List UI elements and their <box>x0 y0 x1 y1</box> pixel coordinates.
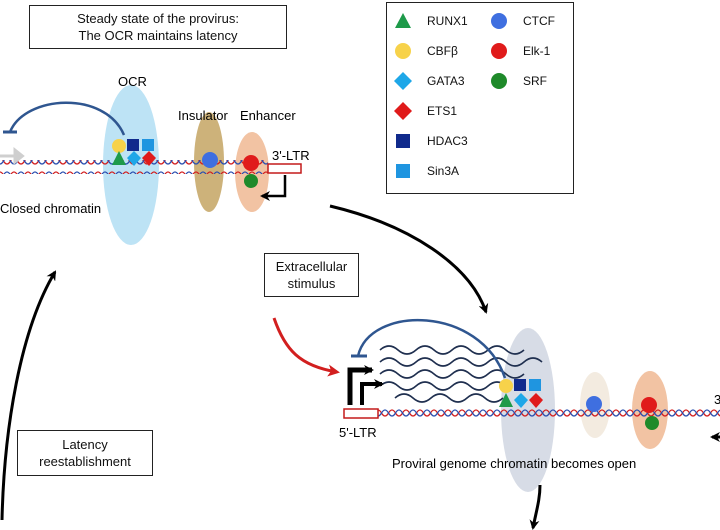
legend-label: Sin3A <box>427 163 460 178</box>
ets1-top <box>142 151 156 166</box>
dna-helix-top <box>0 160 268 174</box>
open-chromatin-label: Proviral genome chromatin becomes open <box>392 456 636 471</box>
runx1-symbol-icon <box>395 13 411 28</box>
ctcf-symbol-icon <box>491 13 507 29</box>
ltr5-box-bottom <box>343 408 379 419</box>
enhancer-label: Enhancer <box>240 108 296 123</box>
cbfb-bottom <box>499 379 513 393</box>
sin3a-bottom <box>529 379 541 391</box>
legend-label: CTCF <box>523 13 555 28</box>
hdac3-bottom <box>514 379 526 391</box>
closed-chromatin-label: Closed chromatin <box>0 201 101 216</box>
legend-item-ctcf: CTCF <box>489 9 555 33</box>
arrow-stimulus <box>272 317 340 377</box>
legend-item-sin3a: Sin3A <box>393 159 459 183</box>
legend-item-ets1: ETS1 <box>393 99 457 123</box>
legend-item-srf: SRF <box>489 69 547 93</box>
promoter-arrow-bottom-b <box>360 379 384 405</box>
legend-label: RUNX1 <box>427 13 468 28</box>
elk1-bottom <box>641 397 657 413</box>
legend-label: HDAC3 <box>427 133 468 148</box>
steady-state-box: Steady state of the provirus: The OCR ma… <box>29 5 287 49</box>
arrow-to-open <box>329 204 489 314</box>
ltr3-reverse-arrow-top <box>260 175 287 201</box>
extracellular-line-1: Extracellular <box>275 259 348 274</box>
ctcf-top <box>202 152 218 168</box>
repression-arc-top <box>8 101 126 136</box>
ets1-symbol-icon <box>394 102 412 120</box>
hdac3-top <box>127 139 139 151</box>
extracellular-stimulus-box: Extracellular stimulus <box>264 253 359 297</box>
legend-label: GATA3 <box>427 73 465 88</box>
legend-item-elk-1: Elk-1 <box>489 39 550 63</box>
promoter-arrow-top <box>0 146 25 166</box>
sin3a-symbol-icon <box>396 164 410 178</box>
legend-label: ETS1 <box>427 103 458 118</box>
srf-top <box>244 174 258 188</box>
hdac3-symbol-icon <box>396 134 410 148</box>
runx1-top <box>112 151 126 165</box>
latency-line-2: reestablishment <box>39 454 131 469</box>
arrow-latency-return <box>0 270 57 521</box>
elk-1-symbol-icon <box>491 43 507 59</box>
ets1-bottom <box>529 393 543 408</box>
ltr3-label-top: 3'-LTR <box>272 148 310 163</box>
srf-bottom <box>645 416 659 430</box>
steady-state-line-1: Steady state of the provirus: <box>77 11 239 26</box>
legend-label: CBFβ <box>427 43 458 58</box>
legend-label: Elk-1 <box>523 43 551 58</box>
srf-symbol-icon <box>491 73 507 89</box>
steady-state-line-2: The OCR maintains latency <box>78 28 238 43</box>
cbfb-top <box>112 139 126 153</box>
legend-item-gata3: GATA3 <box>393 69 465 93</box>
gata3-top <box>127 151 141 166</box>
ltr3-label-bottom-partial: 3 <box>714 392 720 407</box>
ctcf-bottom <box>586 396 602 412</box>
promoter-arrow-bottom-a <box>347 365 374 405</box>
legend-item-cbf-: CBFβ <box>393 39 458 63</box>
legend-label: SRF <box>523 73 547 88</box>
extracellular-line-2: stimulus <box>287 276 336 291</box>
arrow-down-bottom <box>529 484 542 530</box>
legend-item-runx1: RUNX1 <box>393 9 468 33</box>
legend-item-hdac3: HDAC3 <box>393 129 468 153</box>
transcript-waves <box>379 345 543 403</box>
dna-helix-bottom <box>378 405 720 419</box>
ltr5-label: 5'-LTR <box>339 425 377 440</box>
gata3-bottom <box>514 393 528 408</box>
gata3-symbol-icon <box>394 72 412 90</box>
runx1-bottom <box>499 393 513 407</box>
ltr3-box-top <box>267 163 302 174</box>
sin3a-top <box>142 139 154 151</box>
ocr-label: OCR <box>118 74 147 89</box>
elk1-top <box>243 155 259 171</box>
latency-line-1: Latency <box>62 437 108 452</box>
insulator-label: Insulator <box>178 108 229 123</box>
cbf--symbol-icon <box>395 43 411 59</box>
latency-reestablishment-box: Latency reestablishment <box>17 430 153 476</box>
repression-arc-bottom <box>356 318 507 379</box>
